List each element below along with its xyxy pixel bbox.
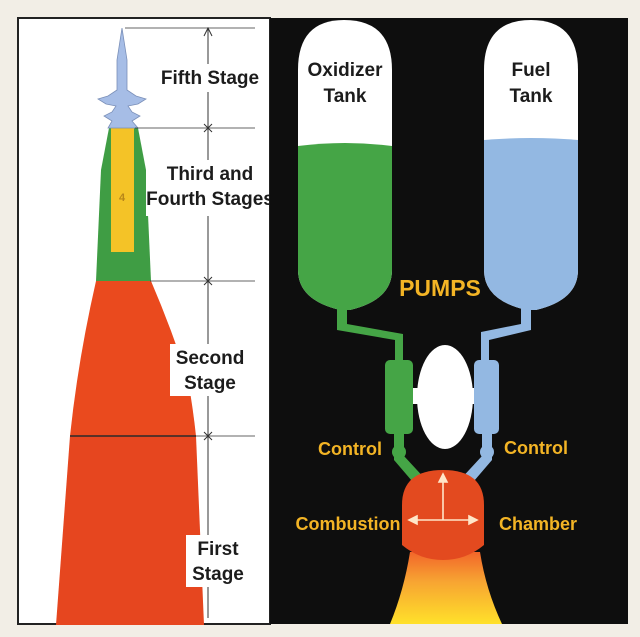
dimension-lines	[125, 26, 255, 618]
first-stage-label-bg	[186, 535, 248, 587]
control-label-right: Control	[504, 438, 568, 458]
fuel-feed-pipe	[481, 300, 531, 362]
fifth-stage-shape	[97, 27, 147, 129]
combustion-label: Combustion	[296, 514, 401, 534]
second-stage-label-bg	[170, 344, 250, 396]
control-label-left: Control	[318, 439, 382, 459]
third-fourth-label-line1: Third and	[167, 164, 254, 185]
second-stage-label-line1: Second	[176, 348, 245, 369]
oxidizer-control-valve	[392, 445, 406, 459]
fuel-tank-label-line2: Tank	[510, 86, 553, 107]
second-stage-shape	[70, 281, 196, 436]
fifth-stage-label: Fifth Stage	[161, 68, 259, 89]
fifth-stage-label-bg	[154, 64, 264, 92]
fuel-liquid	[484, 138, 578, 310]
turbine-shaft	[412, 388, 478, 404]
fuel-tank-label-line1: Fuel	[511, 60, 550, 81]
first-stage-label-line1: First	[197, 539, 239, 560]
exhaust-flame	[390, 552, 502, 624]
third-fourth-label-line2: Fourth Stages	[146, 189, 274, 210]
pressure-arrows	[407, 472, 479, 526]
stage-number-label: 4	[119, 192, 126, 204]
first-stage-shape	[56, 436, 204, 625]
fuel-control-valve	[480, 445, 494, 459]
second-stage-label-line2: Stage	[184, 373, 236, 394]
chamber-label: Chamber	[499, 514, 577, 534]
oxidizer-pump	[385, 360, 413, 434]
oxidizer-tank-label-line1: Oxidizer	[308, 60, 384, 81]
oxidizer-feed-pipe	[337, 300, 403, 362]
oxidizer-tank-label-line2: Tank	[324, 86, 367, 107]
oxidizer-liquid	[298, 143, 392, 310]
fourth-stage-inner-shape	[111, 128, 134, 252]
third-fourth-label-bg	[146, 160, 268, 216]
fuel-pump	[474, 360, 499, 434]
pumps-label: PUMPS	[399, 275, 481, 301]
first-stage-label-line2: Stage	[192, 564, 244, 585]
